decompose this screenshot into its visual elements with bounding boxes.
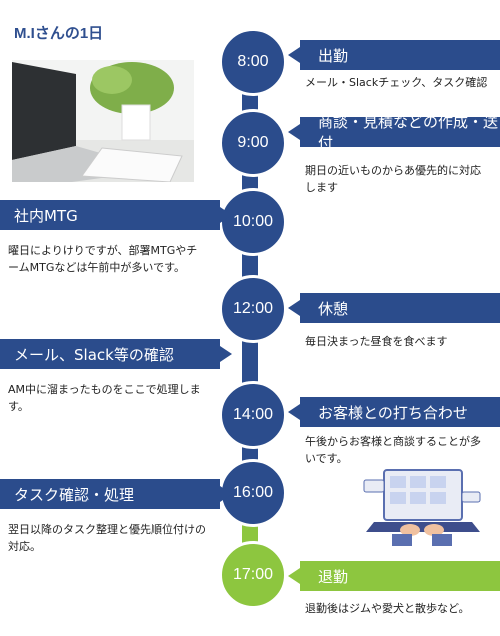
event-banner-task-check: タスク確認・処理 — [0, 479, 232, 509]
event-label: メール、Slack等の確認 — [14, 345, 174, 364]
event-banner-internal-mtg: 社内MTG — [0, 200, 232, 230]
event-label: 休憩 — [318, 299, 349, 318]
event-banner-leave: 退勤 — [288, 561, 500, 591]
event-desc: 午後からお客様と商談することが多いです。 — [305, 435, 481, 465]
video-meeting-illustration — [362, 466, 482, 548]
time-circle-1400: 14:00 — [219, 381, 287, 449]
event-label: 社内MTG — [14, 206, 78, 225]
event-banner-break: 休憩 — [288, 293, 500, 323]
event-banner-quotes: 商談・見積などの作成・送付 — [288, 113, 500, 152]
time-circle-1200: 12:00 — [219, 275, 287, 343]
event-desc: 退勤後はジムや愛犬と散歩など。 — [305, 602, 470, 615]
time-circle-1000: 10:00 — [219, 188, 287, 256]
time-circle-0900: 9:00 — [219, 109, 287, 177]
time-circle-1700: 17:00 — [219, 541, 287, 609]
event-desc: 曜日によりけりですが、部署MTGやチームMTGなどは午前中が多いです。 — [8, 244, 198, 274]
event-desc: 期日の近いものからあ優先的に対応します — [305, 164, 481, 194]
event-label: 出勤 — [318, 46, 349, 65]
page-title: M.Iさんの1日 — [14, 25, 104, 42]
event-label: 商談・見積などの作成・送付 — [318, 113, 499, 152]
event-label: お客様との打ち合わせ — [318, 403, 468, 422]
event-label: タスク確認・処理 — [14, 485, 135, 504]
event-banner-arrival: 出勤 — [288, 40, 500, 70]
time-circle-0800: 8:00 — [219, 28, 287, 96]
event-banner-client-meeting: お客様との打ち合わせ — [288, 397, 500, 427]
event-desc: メール・Slackチェック、タスク確認 — [305, 76, 488, 89]
laptop-photo — [12, 60, 194, 182]
event-banner-mail-check: メール、Slack等の確認 — [0, 339, 232, 369]
event-desc: 毎日決まった昼食を食べます — [305, 335, 448, 348]
event-desc: 翌日以降のタスク整理と優先順位付けの対応。 — [8, 523, 206, 553]
event-label: 退勤 — [318, 567, 349, 586]
event-desc: AM中に溜まったものをここで処理します。 — [8, 383, 201, 413]
